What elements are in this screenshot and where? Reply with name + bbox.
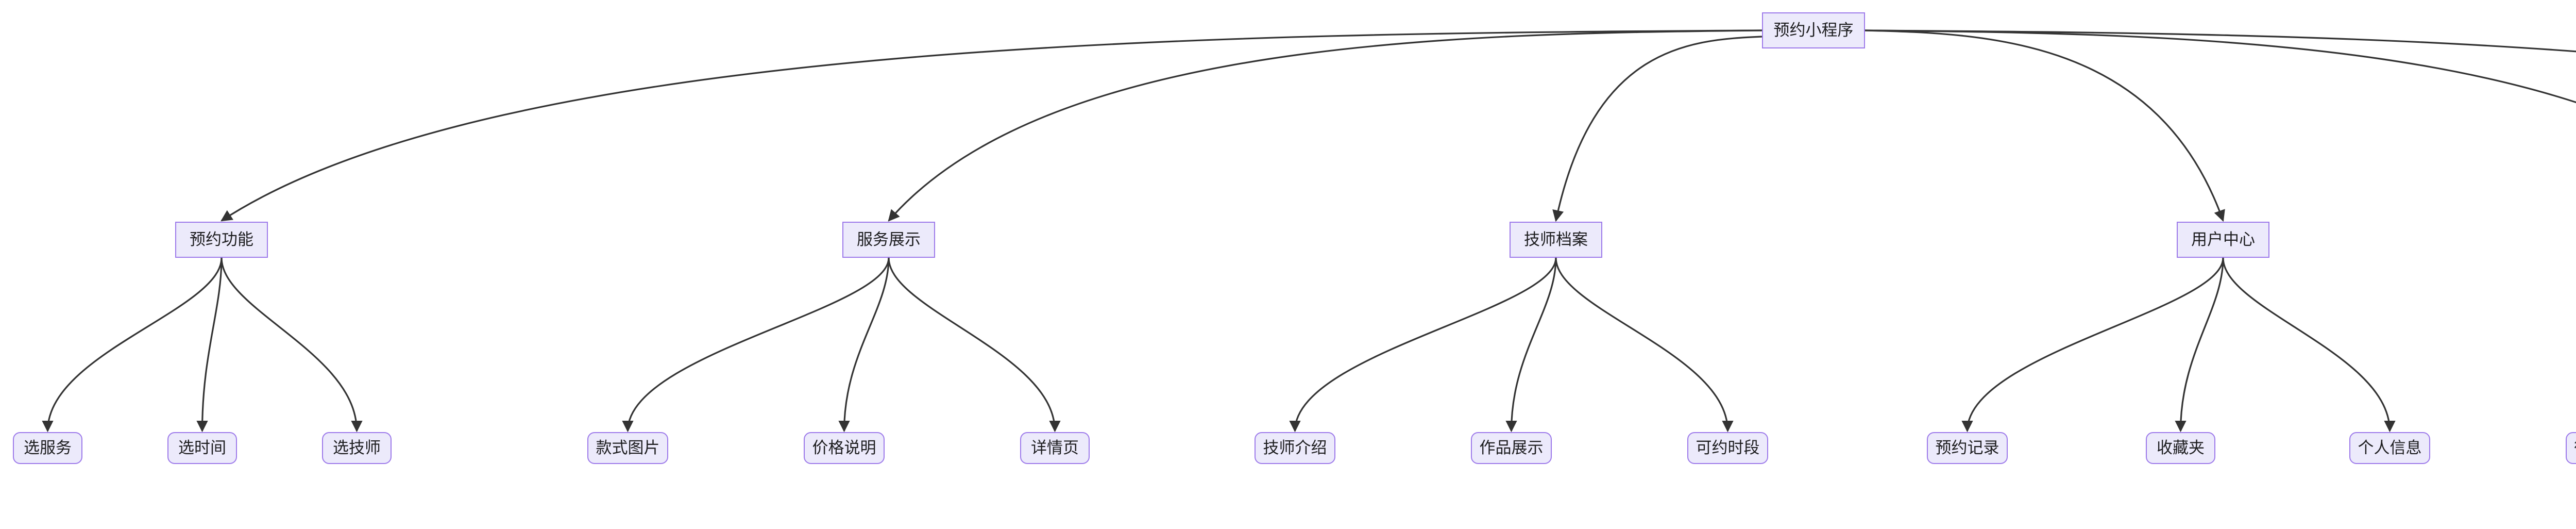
- edge: [1552, 36, 1762, 222]
- leaf-personal-info[interactable]: 个人信息: [2349, 432, 2430, 464]
- leaf-select-service[interactable]: 选服务: [13, 432, 82, 464]
- leaf-select-technician-label: 选技师: [333, 439, 381, 457]
- leaf-select-time-label: 选时间: [178, 439, 226, 457]
- leaf-detail-page-label: 详情页: [1031, 439, 1079, 457]
- node-branch-booking-label: 预约功能: [190, 230, 253, 249]
- edge: [1865, 29, 2576, 53]
- edge: [622, 257, 890, 433]
- leaf-select-service-label: 选服务: [24, 439, 72, 457]
- leaf-technician-intro-label: 技师介绍: [1263, 439, 1327, 457]
- node-branch-user-center-label: 用户中心: [2191, 230, 2255, 249]
- leaf-wechat-notice-label: 微信通知: [2574, 439, 2576, 457]
- edge: [838, 257, 890, 433]
- leaf-select-technician[interactable]: 选技师: [322, 432, 392, 464]
- leaf-booking-records-label: 预约记录: [1935, 439, 1999, 457]
- node-branch-user-center[interactable]: 用户中心: [2177, 222, 2269, 258]
- leaf-price-info-label: 价格说明: [812, 439, 876, 457]
- leaf-favorites[interactable]: 收藏夹: [2146, 432, 2215, 464]
- leaf-price-info[interactable]: 价格说明: [804, 432, 885, 464]
- leaf-personal-info-label: 个人信息: [2358, 439, 2422, 457]
- edge: [1505, 257, 1557, 433]
- leaf-style-photos[interactable]: 款式图片: [587, 432, 668, 464]
- leaf-detail-page[interactable]: 详情页: [1020, 432, 1090, 464]
- edge: [1865, 29, 2576, 104]
- edge: [888, 29, 1762, 222]
- edge: [196, 257, 223, 433]
- edge: [888, 257, 1061, 433]
- edge: [2222, 257, 2396, 433]
- edge: [221, 257, 363, 433]
- edge: [221, 29, 1762, 222]
- edge: [2175, 257, 2224, 433]
- node-branch-service-display-label: 服务展示: [857, 230, 921, 249]
- node-root-label: 预约小程序: [1773, 21, 1854, 40]
- node-branch-technician-profile[interactable]: 技师档案: [1510, 222, 1602, 258]
- edge: [1555, 257, 1734, 433]
- leaf-favorites-label: 收藏夹: [2157, 439, 2205, 457]
- leaf-available-slots[interactable]: 可约时段: [1687, 432, 1768, 464]
- edge: [42, 257, 223, 433]
- leaf-portfolio[interactable]: 作品展示: [1471, 432, 1552, 464]
- leaf-style-photos-label: 款式图片: [596, 439, 660, 457]
- node-root[interactable]: 预约小程序: [1762, 12, 1865, 48]
- leaf-wechat-notice[interactable]: 微信通知: [2566, 432, 2576, 464]
- node-branch-booking[interactable]: 预约功能: [175, 222, 268, 258]
- leaf-select-time[interactable]: 选时间: [167, 432, 237, 464]
- leaf-technician-intro[interactable]: 技师介绍: [1255, 432, 1335, 464]
- edge: [1865, 29, 2225, 222]
- edge: [1289, 257, 1557, 433]
- leaf-portfolio-label: 作品展示: [1479, 439, 1544, 457]
- node-branch-service-display[interactable]: 服务展示: [842, 222, 935, 258]
- leaf-booking-records[interactable]: 预约记录: [1927, 432, 2008, 464]
- leaf-available-slots-label: 可约时段: [1696, 439, 1760, 457]
- edge: [1961, 257, 2224, 433]
- node-branch-technician-profile-label: 技师档案: [1524, 230, 1588, 249]
